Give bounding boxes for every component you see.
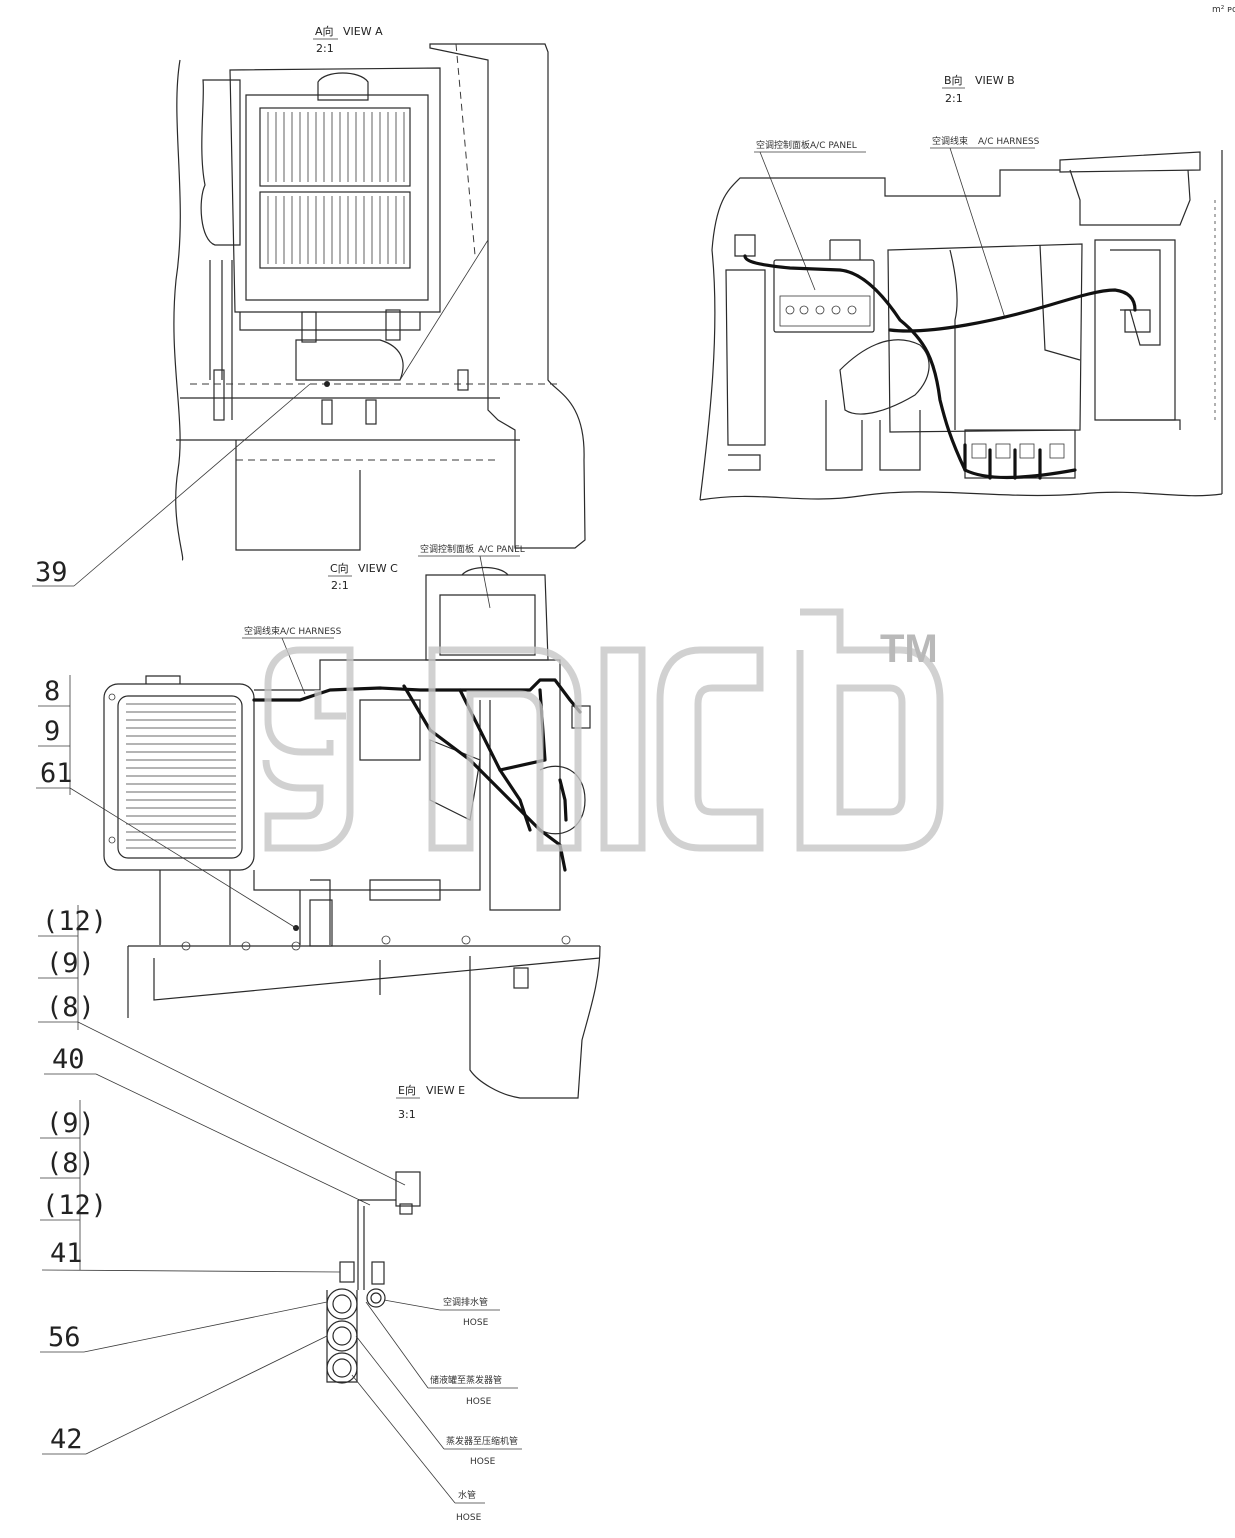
view-e: E向 VIEW E 3:1 空调排水管 HOSE 储液罐至蒸发器管 HOSE 蒸… (326, 1083, 522, 1523)
hose-2-en: HOSE (466, 1397, 492, 1407)
trademark-mark: TM (880, 627, 938, 671)
view-e-callouts: (9) (8) (12) 41 56 42 (40, 1100, 341, 1455)
callout-12b: (12) (42, 1190, 107, 1221)
view-a-prefix: A向 (315, 24, 334, 38)
hose-4-en: HOSE (456, 1513, 482, 1523)
view-b-prefix: B向 (944, 73, 963, 87)
hose-4-cn: 水管 (458, 1489, 476, 1501)
b-panel-cn: 空调控制面板 (756, 139, 810, 151)
callout-39-label: 39 (35, 557, 68, 588)
view-a-title: VIEW A (343, 25, 383, 38)
callout-8a: (8) (46, 992, 95, 1023)
hose-2-cn: 储液罐至蒸发器管 (430, 1374, 502, 1386)
view-c-callouts: 8 9 61 (12) (9) (8) 40 (36, 675, 406, 1206)
c-harness-label: A/C HARNESS (280, 627, 342, 637)
hose-1-cn: 空调排水管 (443, 1296, 488, 1308)
view-e-title: VIEW E (426, 1084, 465, 1097)
callout-12a: (12) (42, 906, 107, 937)
view-b-title: VIEW B (975, 74, 1015, 87)
view-b-scale: 2:1 (945, 92, 963, 105)
hose-1-en: HOSE (463, 1318, 489, 1328)
view-e-scale: 3:1 (398, 1108, 416, 1121)
view-b: B向 VIEW B 2:1 空调控制面板 A/C PANEL 空调线束 A/C … (699, 73, 1223, 501)
view-c: C向 VIEW C 2:1 空调控制面板 A/C PANEL 空调线束 A/C … (103, 543, 601, 1099)
callout-9b: (9) (46, 1108, 95, 1139)
callout-8b: (8) (46, 1148, 95, 1179)
callout-9: 9 (44, 716, 60, 747)
view-e-prefix: E向 (398, 1083, 416, 1097)
c-panel-label: A/C PANEL (478, 545, 525, 555)
callout-8: 8 (44, 676, 60, 707)
callout-40: 40 (52, 1044, 85, 1075)
callout-41: 41 (50, 1238, 83, 1269)
callout-61: 61 (40, 758, 73, 789)
view-a-scale: 2:1 (316, 42, 334, 55)
view-c-prefix: C向 (330, 561, 349, 575)
c-panel-cn: 空调控制面板 (420, 543, 474, 555)
callout-9a: (9) (46, 948, 95, 979)
corner-mark: m² ᴘᴄᴅ (1212, 5, 1235, 15)
c-harness-cn: 空调线束 (244, 625, 280, 637)
hose-3-en: HOSE (470, 1457, 496, 1467)
callout-56: 56 (48, 1322, 81, 1353)
view-c-title: VIEW C (358, 562, 398, 575)
callout-42: 42 (50, 1424, 83, 1455)
b-harness-cn: 空调线束 (932, 135, 968, 147)
b-harness-label: A/C HARNESS (978, 137, 1040, 147)
b-panel-label: A/C PANEL (810, 141, 857, 151)
hose-3-cn: 蒸发器至压缩机管 (446, 1435, 518, 1447)
callout-39: 39 (32, 383, 311, 588)
view-c-scale: 2:1 (331, 579, 349, 592)
watermark-logo: TM (262, 608, 944, 852)
view-a: A向 VIEW A 2:1 (173, 24, 586, 561)
